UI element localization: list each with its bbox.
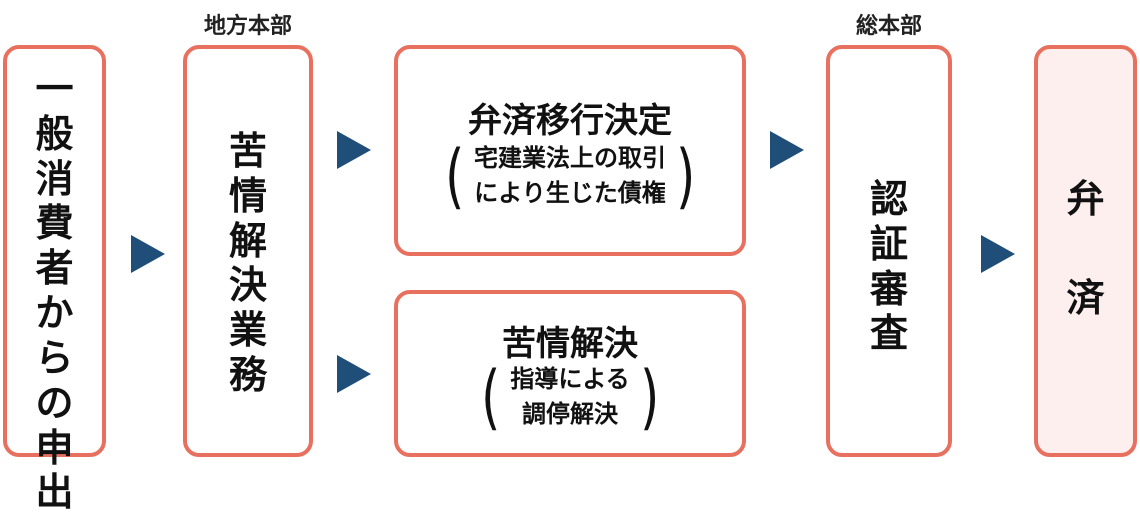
char: 者 xyxy=(35,246,74,291)
char: の xyxy=(35,380,74,425)
complaint-resolution-note: ( 指導による 調停解決 ) xyxy=(398,362,742,432)
refund-text: 弁 済 xyxy=(1038,177,1133,321)
complaint-resolution-line-2: 調停解決 xyxy=(522,400,618,428)
box-consumer-request: 一 般 消 費 者 か ら の 申 出 xyxy=(3,45,106,514)
close-paren: ) xyxy=(676,135,696,217)
arrow-2-lower xyxy=(337,355,371,393)
refund-decision-line-2: により生じた債権 xyxy=(474,179,666,207)
arrow-1 xyxy=(131,235,165,273)
char: 出 xyxy=(35,470,74,515)
consumer-request-text: 一 般 消 費 者 か ら の 申 出 xyxy=(7,67,102,515)
char: 一 xyxy=(35,67,74,111)
box-refund-decision: 弁済移行決定 ( 宅建業法上の取引 により生じた債権 ) xyxy=(394,45,746,256)
header-regional: 地方本部 xyxy=(203,14,292,39)
char: 済 xyxy=(1066,275,1105,320)
box-complaint-work: 苦 情 解 決 業 務 xyxy=(183,45,313,457)
header-head-office: 総本部 xyxy=(855,14,922,39)
open-paren: ( xyxy=(481,356,501,438)
char: 査 xyxy=(869,311,908,356)
open-paren: ( xyxy=(444,135,464,217)
char: 消 xyxy=(35,156,74,201)
refund-decision-note: ( 宅建業法上の取引 により生じた債権 ) xyxy=(398,141,742,211)
char: 弁 xyxy=(1066,177,1105,221)
arrow-4 xyxy=(981,235,1015,273)
close-paren: ) xyxy=(639,356,659,438)
char: 務 xyxy=(228,353,267,398)
box-refund: 弁 済 xyxy=(1034,45,1137,457)
char: 般 xyxy=(35,111,74,156)
char: 解 xyxy=(228,218,267,263)
char: 業 xyxy=(228,308,267,353)
char: 決 xyxy=(228,263,267,308)
refund-decision-line-1: 宅建業法上の取引 xyxy=(474,144,666,173)
char: 苦 xyxy=(228,129,267,173)
box-certification-review: 認 証 審 査 xyxy=(826,45,952,457)
arrow-2-upper xyxy=(337,131,371,169)
char: 情 xyxy=(228,173,267,218)
box-complaint-resolution: 苦情解決 ( 指導による 調停解決 ) xyxy=(394,290,746,457)
char: 申 xyxy=(35,425,74,470)
char: か xyxy=(35,291,74,336)
complaint-resolution-line-1: 指導による xyxy=(510,365,630,394)
char: ら xyxy=(35,335,74,380)
complaint-work-text: 苦 情 解 決 業 務 xyxy=(187,129,309,398)
arrow-3 xyxy=(770,131,804,169)
complaint-resolution-title: 苦情解決 xyxy=(502,324,638,364)
char: 認 xyxy=(869,177,908,221)
char: 審 xyxy=(869,266,908,311)
refund-decision-title: 弁済移行決定 xyxy=(468,101,672,141)
char: 費 xyxy=(35,201,74,246)
char: 証 xyxy=(869,221,908,266)
certification-review-text: 認 証 審 査 xyxy=(830,177,948,356)
